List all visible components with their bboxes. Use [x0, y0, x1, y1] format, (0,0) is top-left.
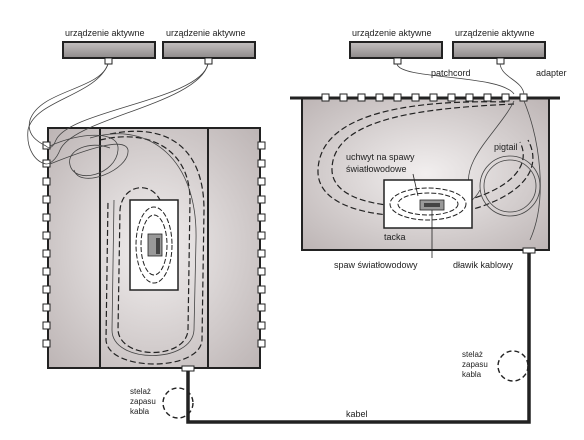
splice-holder-label-line2: światłowodowe	[346, 164, 407, 174]
splice-holder-label-line1: uchwyt na spawy	[346, 152, 415, 162]
right-cable-reserve-reel	[497, 350, 529, 382]
right-patchcords	[396, 63, 525, 95]
tray-label: tacka	[384, 232, 406, 242]
right-reserve-label-line1: stelaż	[462, 350, 483, 359]
left-patchcords	[27, 63, 209, 165]
left-cable-gland	[181, 365, 195, 372]
adapter-label: adapter	[536, 68, 567, 78]
main-cable	[186, 253, 531, 424]
left-splice-tray	[129, 199, 179, 291]
left-cabinet-ports-left	[42, 141, 51, 348]
cable-gland-label: dławik kablowy	[453, 260, 514, 270]
left-cabinet-fiber-loops	[49, 130, 205, 365]
fiber-splice-label: spaw światłowodowy	[334, 260, 418, 270]
active-device-right-2	[452, 41, 546, 65]
left-reserve-label-line2: zapasu	[130, 397, 156, 406]
cable-label: kabel	[346, 409, 368, 419]
right-reserve-label-line3: kabla	[462, 370, 482, 379]
right-cabinet	[290, 96, 560, 251]
left-reserve-label-line1: stelaż	[130, 387, 151, 396]
callout-leaders	[412, 173, 433, 258]
left-cable-reserve-reel	[162, 387, 194, 419]
left-reserve-label-line3: kabla	[130, 407, 150, 416]
right-splice-tray	[383, 179, 473, 229]
right-cable-gland	[522, 247, 536, 254]
pigtail-label: pigtail	[494, 142, 518, 152]
active-device-left-1	[62, 41, 156, 65]
right-cabinet-ports-top	[321, 93, 528, 102]
active-device-left-2	[162, 41, 256, 65]
left-cabinet-ports-right	[257, 141, 266, 348]
active-device-right-2-label: urządzenie aktywne	[455, 28, 535, 38]
right-reserve-label-line2: zapasu	[462, 360, 488, 369]
active-device-right-1	[349, 41, 443, 65]
active-device-left-2-label: urządzenie aktywne	[166, 28, 246, 38]
patchcord-label: patchcord	[431, 68, 471, 78]
active-device-right-1-label: urządzenie aktywne	[352, 28, 432, 38]
active-device-left-1-label: urządzenie aktywne	[65, 28, 145, 38]
